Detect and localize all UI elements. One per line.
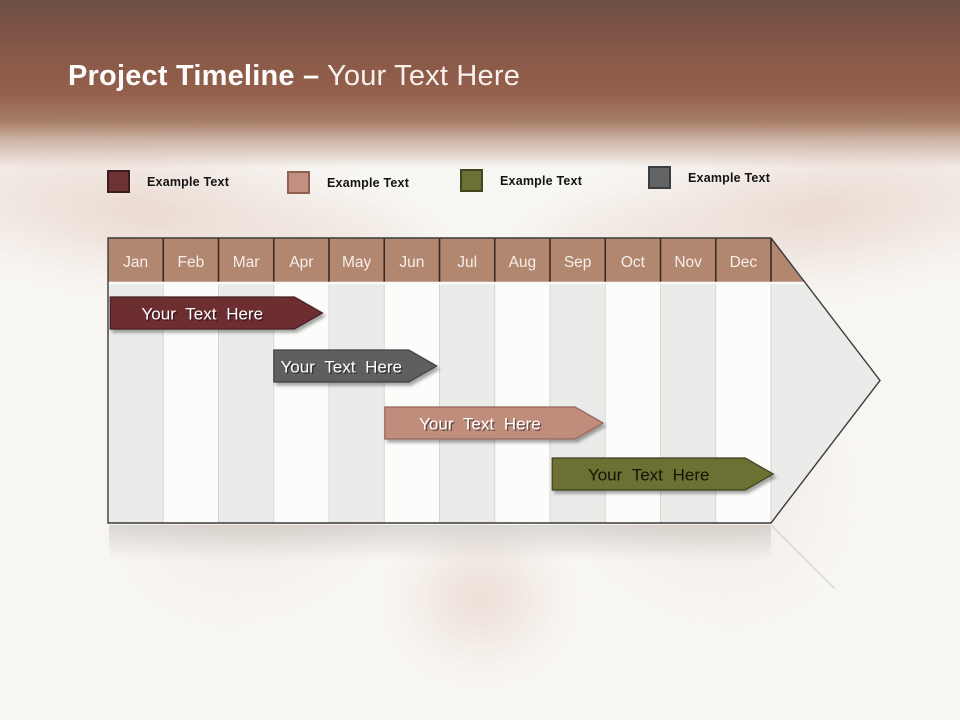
timeline-bar-label-shadow: Your Text Here: [282, 359, 404, 378]
timeline-bar[interactable]: [273, 349, 438, 383]
page-title-main: Project Timeline –: [68, 60, 320, 92]
month-label[interactable]: Nov: [674, 254, 702, 271]
month-label[interactable]: May: [342, 254, 372, 271]
timeline-column-stripe: [439, 282, 495, 523]
timeline-column-stripe: [384, 282, 440, 523]
timeline-bar-label-shadow: Your Text Here: [421, 416, 543, 435]
legend-item[interactable]: Example Text: [107, 170, 229, 193]
timeline-bar[interactable]: [551, 457, 775, 491]
legend-swatch-tan[interactable]: [287, 171, 310, 194]
month-label[interactable]: Oct: [621, 254, 646, 271]
page-title-placeholder: Your Text Here: [319, 60, 521, 92]
month-label[interactable]: Feb: [178, 254, 205, 271]
month-label[interactable]: Sep: [564, 254, 592, 271]
timeline-bar-label[interactable]: Your Text Here: [588, 466, 710, 485]
legend-label[interactable]: Example Text: [327, 175, 410, 190]
timeline-column-stripe: [329, 282, 385, 523]
legend-swatch-gray[interactable]: [648, 166, 671, 189]
legend-item[interactable]: Example Text: [287, 171, 409, 194]
legend-label[interactable]: Example Text: [688, 170, 771, 185]
month-label[interactable]: Mar: [233, 254, 260, 271]
month-label[interactable]: Dec: [730, 254, 758, 271]
legend-item[interactable]: Example Text: [648, 166, 770, 189]
timeline-arrow-outline: [107, 237, 881, 524]
month-label[interactable]: Apr: [289, 254, 313, 271]
legend-swatch-olive[interactable]: [460, 169, 483, 192]
month-label[interactable]: Jun: [399, 254, 424, 271]
slide-header-band: [0, 0, 960, 175]
month-label[interactable]: Jul: [457, 254, 477, 271]
timeline-bar[interactable]: [109, 296, 324, 330]
timeline-bar-label[interactable]: Your Text Here: [142, 305, 264, 324]
legend-item[interactable]: Example Text: [460, 169, 582, 192]
timeline-reflection: [109, 525, 771, 567]
arrow-reflection-line: [771, 525, 836, 590]
timeline-bar-label[interactable]: Your Text Here: [280, 358, 402, 377]
timeline-bar-label-shadow: Your Text Here: [143, 306, 265, 325]
timeline-column-stripe: [494, 282, 550, 523]
legend-label[interactable]: Example Text: [500, 173, 583, 188]
timeline-bar[interactable]: [384, 406, 605, 440]
page-title[interactable]: Project Timeline – Your Text Here: [68, 60, 520, 93]
hand-fingertips: [388, 530, 573, 680]
legend-label[interactable]: Example Text: [147, 174, 230, 189]
legend-swatch-maroon[interactable]: [107, 170, 130, 193]
month-label[interactable]: Jan: [123, 254, 148, 271]
timeline-bar-label[interactable]: Your Text Here: [419, 415, 541, 434]
month-label[interactable]: Aug: [509, 254, 537, 271]
